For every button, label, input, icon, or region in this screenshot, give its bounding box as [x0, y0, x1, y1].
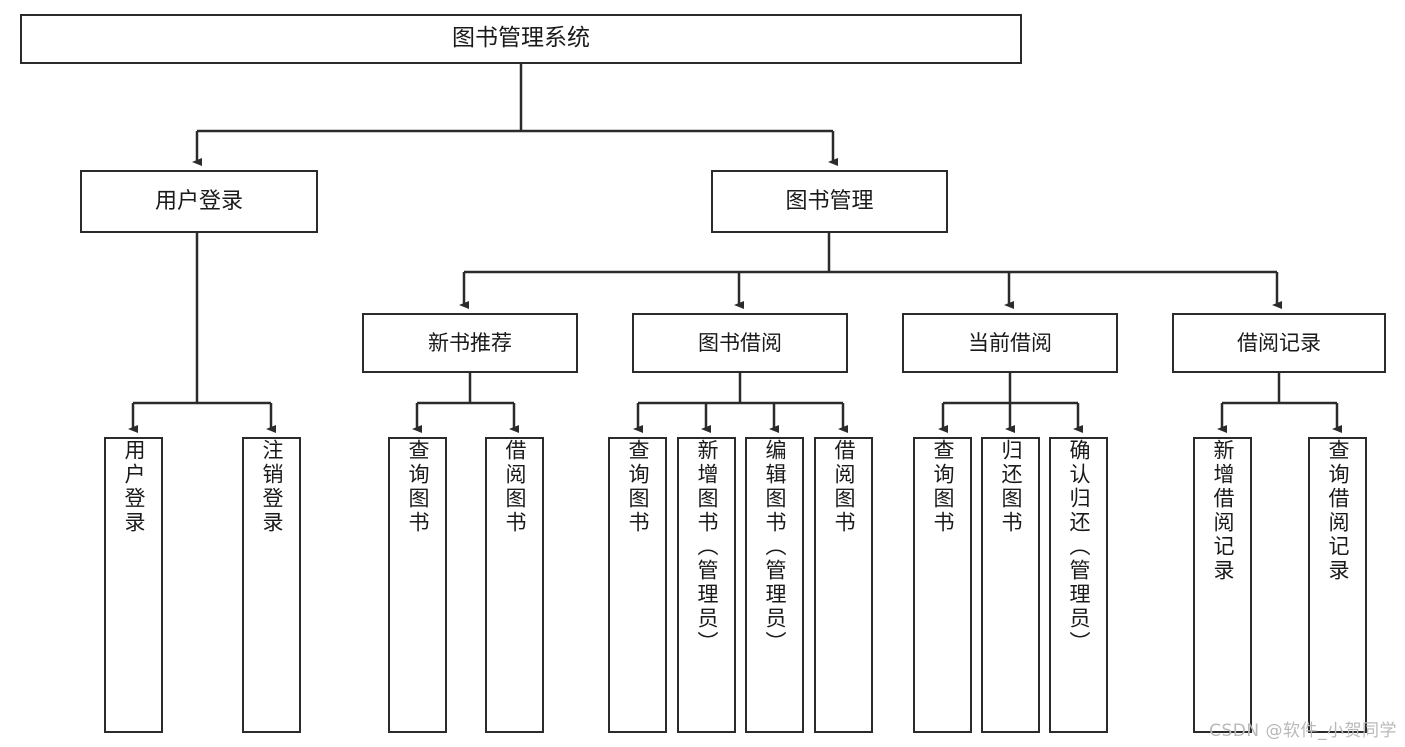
leaf-current-borrow-query-book[interactable]: 查询图书: [913, 437, 972, 733]
node-user-login[interactable]: 用户登录: [80, 170, 318, 233]
leaf-label: 查询图书: [931, 439, 955, 535]
leaf-book-borrow-borrow-book[interactable]: 借阅图书: [814, 437, 873, 733]
node-label: 图书管理: [785, 188, 874, 214]
leaf-label: 确认归还（管理员）: [1067, 439, 1091, 655]
node-borrow-record[interactable]: 借阅记录: [1172, 313, 1386, 373]
node-root-book-management-system[interactable]: 图书管理系统: [20, 14, 1022, 64]
leaf-current-borrow-confirm-return-admin[interactable]: 确认归还（管理员）: [1049, 437, 1108, 733]
leaf-book-borrow-edit-book-admin[interactable]: 编辑图书（管理员）: [745, 437, 804, 733]
leaf-label: 新增借阅记录: [1211, 439, 1235, 583]
node-current-borrow[interactable]: 当前借阅: [902, 313, 1118, 373]
leaf-label: 查询借阅记录: [1326, 439, 1350, 583]
node-label: 新书推荐: [428, 330, 512, 355]
leaf-new-book-query-book[interactable]: 查询图书: [388, 437, 447, 733]
node-new-book-recommendation[interactable]: 新书推荐: [362, 313, 578, 373]
node-book-management[interactable]: 图书管理: [711, 170, 948, 233]
node-label: 借阅记录: [1237, 330, 1321, 355]
leaf-book-borrow-add-book-admin[interactable]: 新增图书（管理员）: [677, 437, 736, 733]
node-label: 图书借阅: [698, 330, 782, 355]
leaf-new-book-borrow-book[interactable]: 借阅图书: [485, 437, 544, 733]
leaf-label: 归还图书: [999, 439, 1023, 535]
leaf-borrow-record-add-record[interactable]: 新增借阅记录: [1193, 437, 1252, 733]
leaf-label: 新增图书（管理员）: [695, 439, 719, 655]
node-label: 图书管理系统: [452, 25, 590, 52]
leaf-book-borrow-query-book[interactable]: 查询图书: [608, 437, 667, 733]
leaf-user-login-logout[interactable]: 注销登录: [242, 437, 301, 733]
leaf-label: 注销登录: [260, 439, 284, 535]
leaf-label: 查询图书: [626, 439, 650, 535]
leaf-label: 借阅图书: [503, 439, 527, 535]
leaf-label: 编辑图书（管理员）: [763, 439, 787, 655]
leaf-user-login-login[interactable]: 用户登录: [104, 437, 163, 733]
leaf-label: 借阅图书: [832, 439, 856, 535]
leaf-label: 用户登录: [122, 439, 146, 535]
node-book-borrow[interactable]: 图书借阅: [632, 313, 848, 373]
leaf-current-borrow-return-book[interactable]: 归还图书: [981, 437, 1040, 733]
node-label: 当前借阅: [968, 330, 1052, 355]
node-label: 用户登录: [154, 188, 243, 214]
leaf-label: 查询图书: [406, 439, 430, 535]
leaf-borrow-record-query-record[interactable]: 查询借阅记录: [1308, 437, 1367, 733]
